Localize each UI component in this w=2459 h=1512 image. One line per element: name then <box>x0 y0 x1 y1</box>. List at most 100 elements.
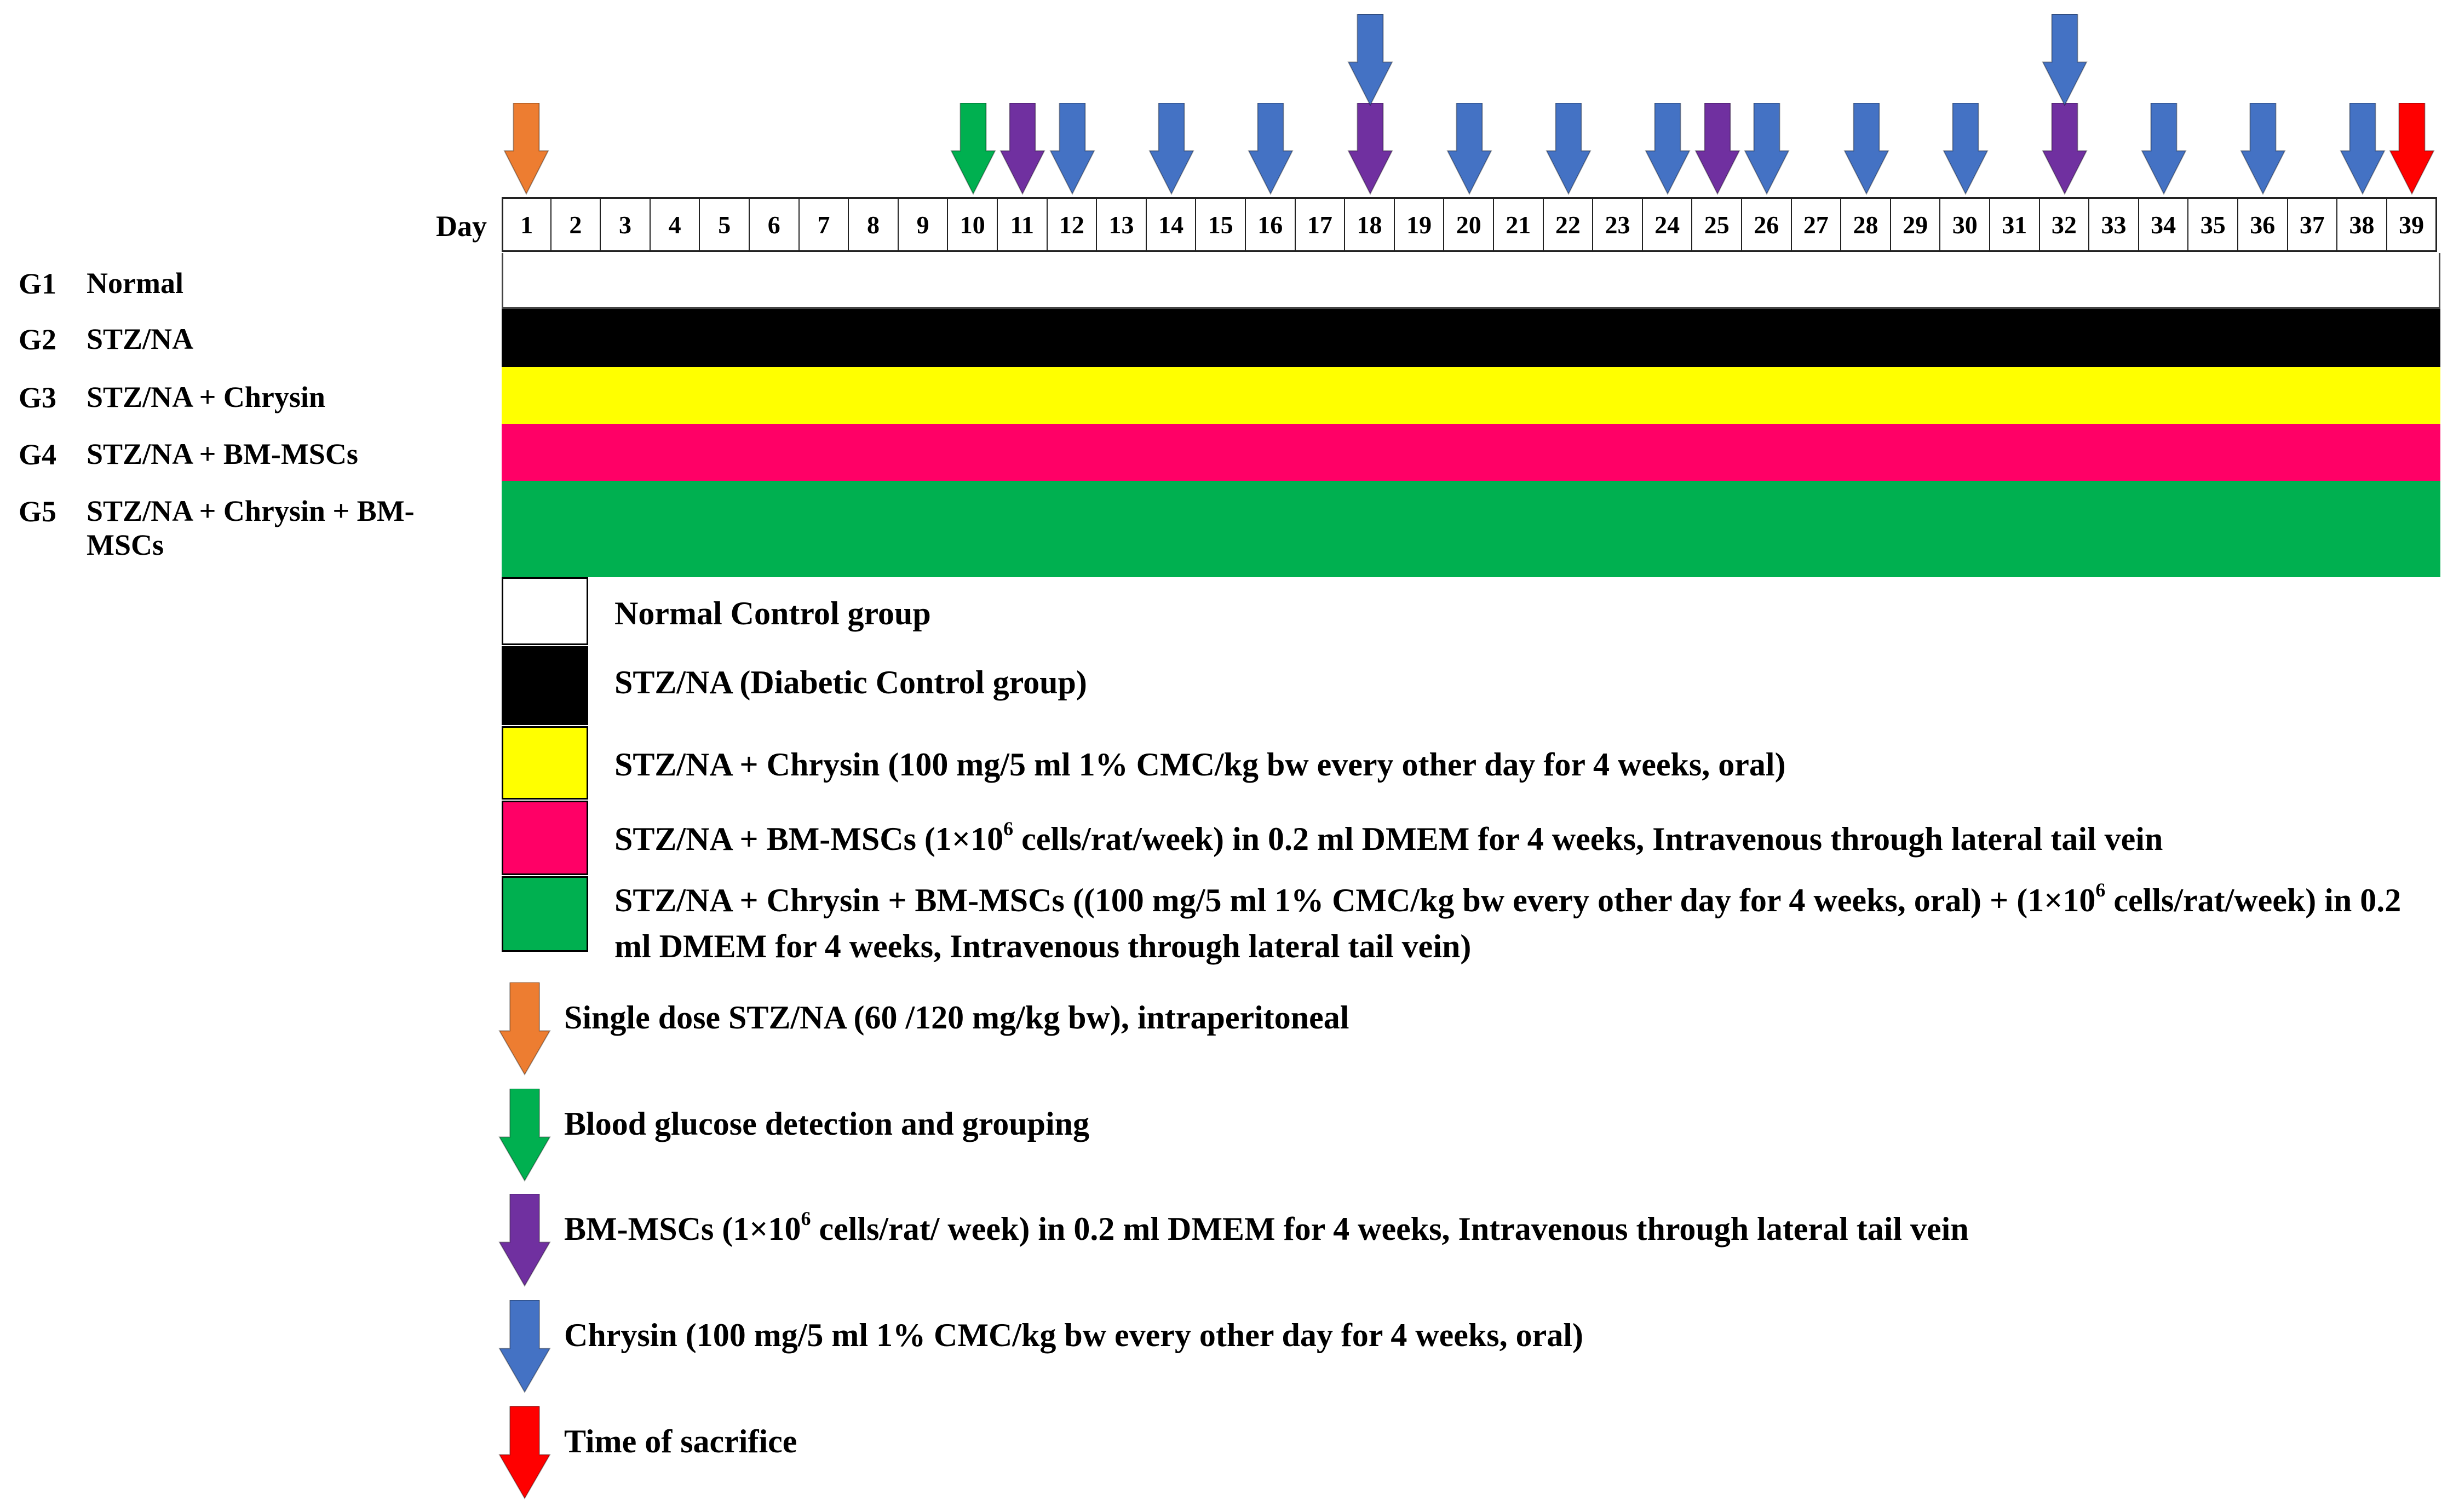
chrysin-arrow-icon <box>1546 102 1592 196</box>
group-id: G2 <box>19 323 57 356</box>
legend-text-part: cells/rat/week) in 0.2 ml DMEM for 4 wee… <box>614 882 2401 964</box>
day-cell: 10 <box>948 197 998 252</box>
superscript: 6 <box>801 1208 811 1229</box>
day-cell: 3 <box>601 197 651 252</box>
event-arrow-bmmsc <box>2042 102 2088 198</box>
bmmsc-arrow-icon <box>498 1193 551 1287</box>
group-name: STZ/NA + Chrysin + BM-MSCs <box>87 495 415 561</box>
day-cell: 13 <box>1097 197 1147 252</box>
event-arrow-chrysin <box>1843 102 1889 198</box>
chrysin-arrow-icon <box>1645 102 1691 196</box>
arrow-legend-label: BM-MSCs (1×106 cells/rat/ week) in 0.2 m… <box>564 1206 2371 1252</box>
group-bar <box>502 424 2440 481</box>
group-name: STZ/NA + BM-MSCs <box>87 438 358 470</box>
legend-swatch <box>502 646 588 725</box>
day-cell: 15 <box>1196 197 1246 252</box>
group-bar <box>502 367 2440 424</box>
group-name: Normal <box>87 267 183 300</box>
day-cell: 5 <box>700 197 750 252</box>
group-id: G5 <box>19 495 57 528</box>
day-cell: 38 <box>2337 197 2388 252</box>
stz-arrow-icon <box>503 102 549 196</box>
event-arrow-sacrifice <box>2389 102 2435 198</box>
legend-text-part: STZ/NA + Chrysin (100 mg/5 ml 1% CMC/kg … <box>614 746 1786 783</box>
event-arrow-glucose <box>950 102 996 198</box>
bmmsc-arrow-icon <box>1347 102 1393 196</box>
arrow-legend-label: Chrysin (100 mg/5 ml 1% CMC/kg bw every … <box>564 1312 2371 1358</box>
day-cell: 7 <box>799 197 850 252</box>
sacrifice-arrow-icon <box>498 1406 551 1499</box>
event-arrow-chrysin <box>1546 102 1592 198</box>
legend-text-part: BM-MSCs (1×10 <box>564 1211 801 1247</box>
group-id: G1 <box>19 267 57 300</box>
day-cell: 24 <box>1642 197 1693 252</box>
event-arrow-bmmsc <box>999 102 1045 198</box>
event-arrow-chrysin <box>1744 102 1790 198</box>
legend-text-part: Normal Control group <box>614 595 931 631</box>
legend-text-part: Single dose STZ/NA (60 /120 mg/kg bw), i… <box>564 999 1349 1036</box>
event-arrow-stz <box>503 102 549 198</box>
day-cell: 17 <box>1295 197 1346 252</box>
day-cell: 14 <box>1146 197 1197 252</box>
legend-text-part: STZ/NA (Diabetic Control group) <box>614 664 1087 700</box>
legend-swatch <box>502 726 588 800</box>
event-arrow-chrysin <box>2339 102 2386 198</box>
bmmsc-arrow-icon <box>2042 102 2088 196</box>
day-cell: 22 <box>1543 197 1594 252</box>
glucose-arrow-icon <box>950 102 996 196</box>
arrow-legend-label: Single dose STZ/NA (60 /120 mg/kg bw), i… <box>564 994 2371 1040</box>
day-cell: 20 <box>1444 197 1495 252</box>
day-axis-label: Day <box>436 210 487 243</box>
group-name: STZ/NA <box>87 323 194 355</box>
day-cell: 8 <box>849 197 899 252</box>
day-cell: 9 <box>898 197 949 252</box>
event-arrow-bmmsc <box>1694 102 1740 198</box>
chrysin-arrow-icon <box>498 1300 551 1393</box>
day-cell: 28 <box>1841 197 1892 252</box>
event-arrow-bmmsc <box>1347 102 1393 198</box>
day-cell: 33 <box>2089 197 2140 252</box>
chrysin-arrow-icon <box>1148 102 1194 196</box>
day-cell: 31 <box>1990 197 2041 252</box>
legend-label: Normal Control group <box>614 590 2422 636</box>
day-cell: 29 <box>1891 197 1941 252</box>
superscript: 6 <box>2095 879 2106 901</box>
legend-text-part: cells/rat/ week) in 0.2 ml DMEM for 4 we… <box>811 1211 1969 1247</box>
group-bar <box>502 253 2440 309</box>
event-arrow-chrysin <box>1248 102 1294 198</box>
day-cell: 25 <box>1692 197 1743 252</box>
chrysin-arrow-icon <box>2339 102 2386 196</box>
legend-arrow-bmmsc <box>498 1193 551 1290</box>
legend-swatch <box>502 577 588 645</box>
event-arrow-chrysin <box>2141 102 2187 198</box>
day-cell: 30 <box>1940 197 1991 252</box>
legend-arrow-glucose <box>498 1088 551 1185</box>
day-cell: 37 <box>2288 197 2339 252</box>
legend-text-part: STZ/NA + Chrysin + BM-MSCs ((100 mg/5 ml… <box>614 882 2096 918</box>
day-cell: 12 <box>1047 197 1098 252</box>
legend-text-part: cells/rat/week) in 0.2 ml DMEM for 4 wee… <box>1013 821 2163 857</box>
day-cell: 26 <box>1742 197 1792 252</box>
event-arrow-chrysin <box>1446 102 1492 198</box>
arrow-legend-label: Time of sacrifice <box>564 1418 2371 1464</box>
day-cell: 4 <box>650 197 701 252</box>
day-cell: 6 <box>750 197 800 252</box>
stz-arrow-icon <box>498 982 551 1076</box>
chrysin-arrow-icon <box>1049 102 1095 196</box>
chrysin-arrow-icon <box>1446 102 1492 196</box>
day-cell: 21 <box>1494 197 1544 252</box>
day-cell: 2 <box>551 197 602 252</box>
event-arrow-chrysin <box>1347 14 1393 109</box>
legend-label: STZ/NA (Diabetic Control group) <box>614 659 2422 705</box>
event-arrow-chrysin <box>1645 102 1691 198</box>
legend-text-part: STZ/NA + BM-MSCs (1×10 <box>614 821 1004 857</box>
legend-text-part: Time of sacrifice <box>564 1423 797 1459</box>
chrysin-arrow-icon <box>1843 102 1889 196</box>
sacrifice-arrow-icon <box>2389 102 2435 196</box>
day-cell: 27 <box>1791 197 1842 252</box>
superscript: 6 <box>1003 818 1014 840</box>
day-cell: 23 <box>1593 197 1644 252</box>
legend-label: STZ/NA + BM-MSCs (1×106 cells/rat/week) … <box>614 816 2422 862</box>
chrysin-arrow-icon <box>1744 102 1790 196</box>
